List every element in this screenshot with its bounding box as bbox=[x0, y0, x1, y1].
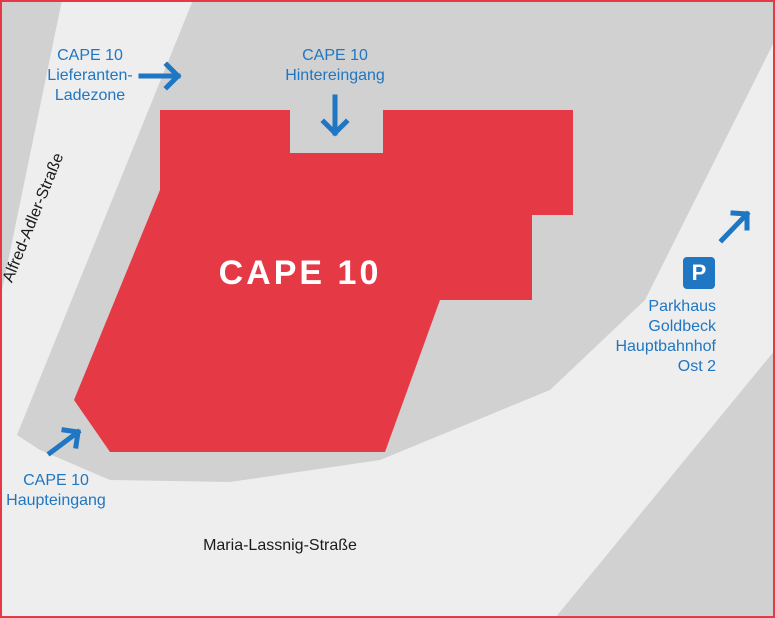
ladezone-label: CAPE 10 Lieferanten- Ladezone bbox=[47, 47, 133, 104]
left-gray-strip bbox=[0, 0, 62, 300]
parkhaus-label: Parkhaus Goldbeck Hauptbahnhof Ost 2 bbox=[615, 298, 716, 375]
haupteingang-label: CAPE 10 Haupteingang bbox=[6, 472, 106, 509]
building-footprint bbox=[74, 110, 573, 452]
street-name-maria-lassnig: Maria-Lassnig-Straße bbox=[203, 537, 357, 554]
hintereingang-arrow-icon bbox=[320, 94, 350, 137]
hintereingang-label: CAPE 10 Hintereingang bbox=[285, 47, 385, 84]
parking-icon: P bbox=[683, 257, 715, 289]
building-name: CAPE 10 bbox=[218, 254, 382, 292]
parkhaus-arrow-icon bbox=[718, 210, 751, 244]
right-gray-strip bbox=[555, 350, 775, 618]
ladezone-arrow-icon bbox=[138, 61, 182, 91]
haupteingang-arrow-icon bbox=[46, 427, 82, 457]
